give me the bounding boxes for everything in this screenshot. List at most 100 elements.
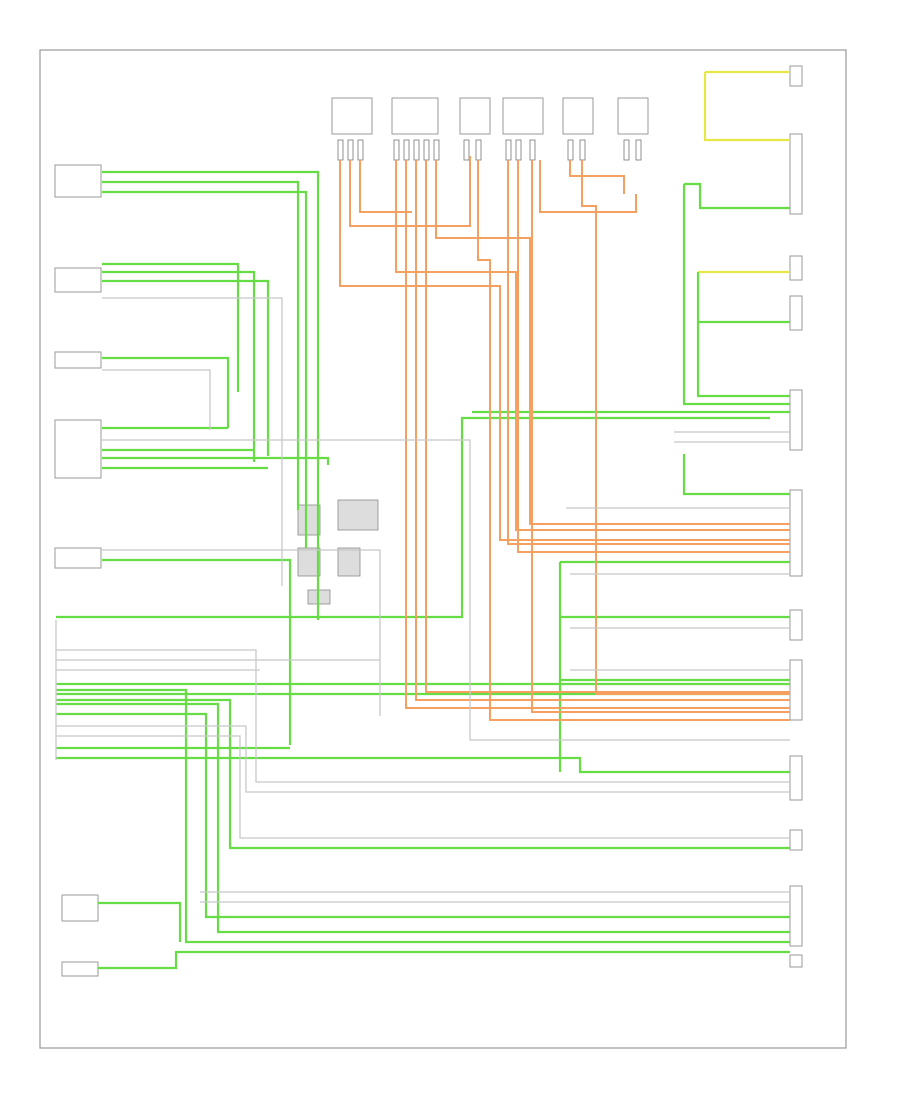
ground-wire [98, 950, 790, 970]
pin [403, 139, 410, 161]
left-module-4 [54, 419, 102, 479]
pin [579, 139, 586, 161]
ground-wire [682, 454, 790, 496]
inline-connector [337, 499, 379, 531]
top-sensor-2 [391, 97, 439, 135]
pin [463, 139, 470, 161]
top-sensor-1 [331, 97, 373, 135]
right-module-1 [789, 65, 803, 87]
pin [505, 139, 512, 161]
pin [529, 139, 536, 161]
inline-connector [297, 504, 321, 536]
right-module-2 [789, 133, 803, 215]
signal-wire [581, 160, 597, 540]
reference-wire [56, 725, 790, 793]
signal-wires [339, 156, 790, 721]
pin [475, 139, 482, 161]
ground-wire [102, 279, 270, 456]
pin [567, 139, 574, 161]
power-wire [703, 72, 790, 142]
right-module-5 [789, 389, 803, 451]
pin [433, 139, 440, 161]
left-module-3 [54, 351, 102, 369]
ground-wire [684, 182, 790, 210]
pin [337, 139, 344, 161]
right-module-12 [789, 954, 803, 968]
ground-wire [682, 184, 790, 406]
ground-wire [102, 270, 256, 462]
pin [413, 139, 420, 161]
reference-wire [102, 439, 790, 741]
reference-wire [56, 735, 790, 839]
right-module-3 [789, 255, 803, 281]
signal-wire [395, 160, 790, 531]
reference-wires [55, 297, 790, 903]
diagram-frame [39, 49, 847, 1049]
ground-wire [102, 558, 292, 745]
reference-wire [102, 549, 381, 716]
right-module-4 [789, 295, 803, 331]
power-wires [698, 70, 790, 274]
top-sensor-6 [617, 97, 649, 135]
ground-wire [56, 702, 790, 934]
top-sensor-row [331, 97, 649, 135]
signal-wire [349, 156, 471, 227]
signal-wire [415, 160, 790, 701]
signal-wire [595, 540, 790, 695]
pin [357, 139, 364, 161]
top-sensor-pins [337, 139, 642, 161]
right-module-6 [789, 489, 803, 577]
ground-wire [696, 272, 790, 398]
top-sensor-3 [459, 97, 491, 135]
ground-wire [98, 901, 182, 942]
bottom-left-modules [61, 894, 99, 977]
right-module-10 [789, 829, 803, 851]
inline-connector [297, 547, 321, 577]
signal-wire [425, 160, 790, 693]
signal-wire [539, 160, 637, 213]
bottom-left-module-2 [61, 961, 99, 977]
ground-wire [56, 688, 790, 944]
ground-wire [56, 698, 790, 850]
ground-wire [56, 712, 790, 919]
ground-wire [102, 456, 330, 465]
signal-wire [569, 160, 625, 194]
signal-wire [405, 160, 790, 709]
pin [347, 139, 354, 161]
ground-wire [56, 756, 790, 774]
left-modules [54, 164, 102, 569]
ground-wire [102, 170, 320, 620]
ground-wire [102, 190, 308, 548]
left-module-5 [54, 547, 102, 569]
signal-wire [339, 160, 790, 541]
pin [515, 139, 522, 161]
left-module-1 [54, 164, 102, 198]
ground-wire [56, 416, 770, 619]
ground-wire [102, 356, 230, 428]
reference-wire [102, 369, 211, 430]
reference-wire [102, 297, 283, 586]
signal-wire [507, 160, 790, 545]
right-module-7 [789, 609, 803, 641]
signal-wire [359, 160, 412, 213]
signal-wire [517, 160, 790, 553]
ground-wires [56, 170, 790, 970]
bottom-left-module-1 [61, 894, 99, 922]
ground-wire [102, 180, 300, 510]
signal-wire [435, 160, 790, 525]
pin [393, 139, 400, 161]
right-module-8 [789, 659, 803, 721]
inline-connector [337, 547, 361, 577]
pin [623, 139, 630, 161]
signal-wire [531, 160, 790, 713]
left-module-2 [54, 267, 102, 293]
top-sensor-4 [502, 97, 544, 135]
right-module-11 [789, 885, 803, 947]
reference-wire [56, 649, 790, 783]
right-module-9 [789, 755, 803, 801]
ground-wire [102, 262, 240, 392]
pin [423, 139, 430, 161]
pin [635, 139, 642, 161]
top-sensor-5 [562, 97, 594, 135]
